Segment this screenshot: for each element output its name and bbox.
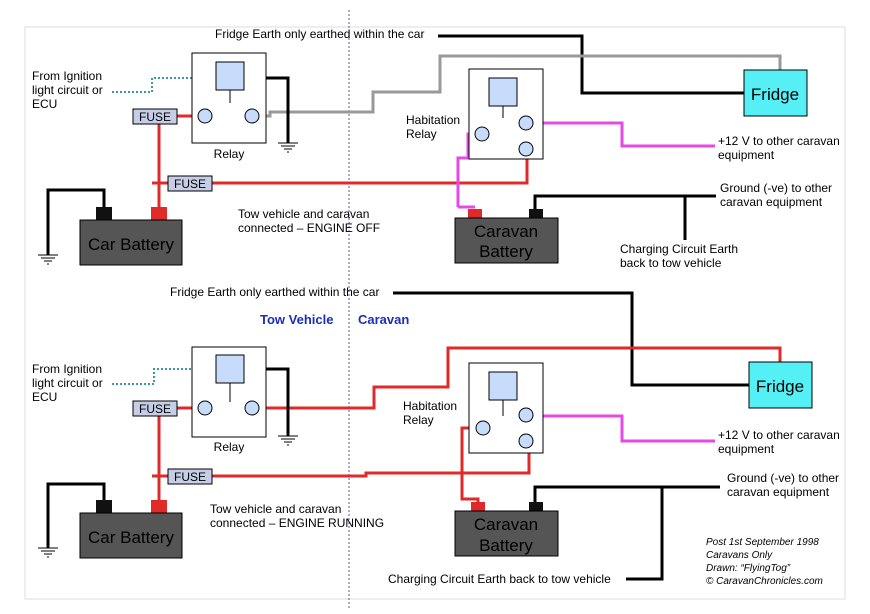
caravan-ground-wire	[533, 485, 720, 503]
svg-text:Car Battery: Car Battery	[88, 528, 174, 547]
hab-relay-contact	[518, 407, 534, 423]
state-caption: Tow vehicle and caravan connected – ENGI…	[238, 207, 380, 235]
fridge-earth-wire	[393, 291, 749, 387]
earth-symbol	[278, 142, 298, 153]
plus12-label: +12 V to other caravan equipment	[718, 428, 843, 456]
car-battery: Car Battery	[79, 207, 183, 266]
charging-feed-wire	[152, 443, 531, 478]
hab-relay-contact	[518, 141, 534, 157]
earth-symbol	[38, 254, 58, 265]
fuse-main: FUSE	[167, 468, 213, 485]
relay-contact	[244, 108, 260, 124]
ignition-label: From Ignition light circuit or ECU	[32, 69, 106, 111]
svg-text:Fridge: Fridge	[756, 377, 804, 396]
diagram-engine-off: Relay FUSE FUSE From Ignition light circ…	[32, 27, 843, 270]
svg-text:FUSE: FUSE	[174, 470, 206, 484]
svg-text:FUSE: FUSE	[139, 402, 171, 416]
diagram-engine-running: Fridge Earth only earthed within the car…	[32, 285, 843, 586]
relay-coil	[215, 61, 245, 91]
fridge-earth-label: Fridge Earth only earthed within the car	[170, 285, 379, 299]
charging-earth-wire	[626, 487, 664, 581]
fridge: Fridge	[748, 361, 813, 409]
habitation-relay-coil	[488, 77, 518, 107]
fuse-relay: FUSE	[132, 108, 178, 125]
caravan-ground-wire	[533, 194, 716, 211]
post-date: Post 1st September 1998	[706, 537, 819, 548]
svg-text:Fridge: Fridge	[751, 85, 799, 104]
ground-label: Ground (-ve) to other caravan equipment	[720, 181, 835, 209]
svg-text:Car Battery: Car Battery	[88, 235, 174, 254]
car-battery-earth	[46, 188, 106, 255]
credits-block: Post 1st September 1998 Caravans Only Dr…	[706, 537, 823, 587]
relay-label: Relay	[214, 147, 245, 161]
caravan-battery: Caravan Battery	[454, 502, 559, 557]
svg-text:Battery: Battery	[479, 242, 533, 261]
svg-text:FUSE: FUSE	[139, 110, 171, 124]
relay-contact	[197, 400, 213, 416]
ignition-wire	[112, 77, 216, 93]
drawn-by: Drawn: “FlyingTog”	[706, 563, 791, 574]
plus12-label: +12 V to other caravan equipment	[718, 134, 843, 162]
fuse-relay: FUSE	[132, 400, 178, 417]
plus12-wire	[530, 121, 715, 148]
ignition-label: From Ignition light circuit or ECU	[32, 362, 106, 404]
car-battery-earth	[46, 482, 106, 548]
charging-feed-wire	[152, 151, 529, 185]
charging-earth-label: Charging Circuit Earth back to tow vehic…	[388, 572, 611, 586]
plus12-wire	[531, 414, 715, 443]
ignition-wire	[112, 368, 216, 385]
hab-relay-contact	[474, 126, 490, 142]
relay-contact	[197, 108, 213, 124]
svg-text:Caravan: Caravan	[474, 515, 538, 534]
relay-label: Relay	[214, 440, 245, 454]
charging-earth-label: Charging Circuit Earth back to tow vehic…	[620, 242, 741, 270]
habitation-relay-coil	[488, 371, 518, 401]
earth-symbol	[278, 435, 298, 446]
habitation-relay-label: Habitation Relay	[406, 113, 463, 141]
car-battery: Car Battery	[79, 500, 183, 559]
fridge-feed-wire	[257, 54, 782, 118]
hab-relay-contact	[518, 433, 534, 449]
caravan-label: Caravan	[358, 312, 409, 327]
fridge-earth-label: Fridge Earth only earthed within the car	[215, 27, 424, 41]
fridge: Fridge	[743, 69, 808, 117]
state-caption: Tow vehicle and caravan connected – ENGI…	[210, 502, 384, 530]
relay-contact	[244, 400, 260, 416]
caravans-only: Caravans Only	[706, 550, 773, 561]
fridge-earth-wire	[438, 34, 744, 95]
fridge-feed-wire	[258, 346, 782, 410]
earth-symbol	[38, 547, 58, 558]
hab-relay-contact	[518, 115, 534, 131]
copyright: © CaravanChronicles.com	[706, 576, 823, 587]
hab-relay-contact	[475, 420, 491, 436]
relay-coil	[215, 354, 245, 384]
fuse-main: FUSE	[167, 175, 213, 192]
ground-label: Ground (-ve) to other caravan equipment	[727, 471, 842, 499]
svg-text:Caravan: Caravan	[474, 222, 538, 241]
tow-vehicle-label: Tow Vehicle	[260, 312, 333, 327]
caravan-battery: Caravan Battery	[454, 209, 559, 264]
svg-text:Battery: Battery	[479, 536, 533, 555]
svg-text:FUSE: FUSE	[174, 177, 206, 191]
habitation-relay-label: Habitation Relay	[403, 399, 460, 427]
